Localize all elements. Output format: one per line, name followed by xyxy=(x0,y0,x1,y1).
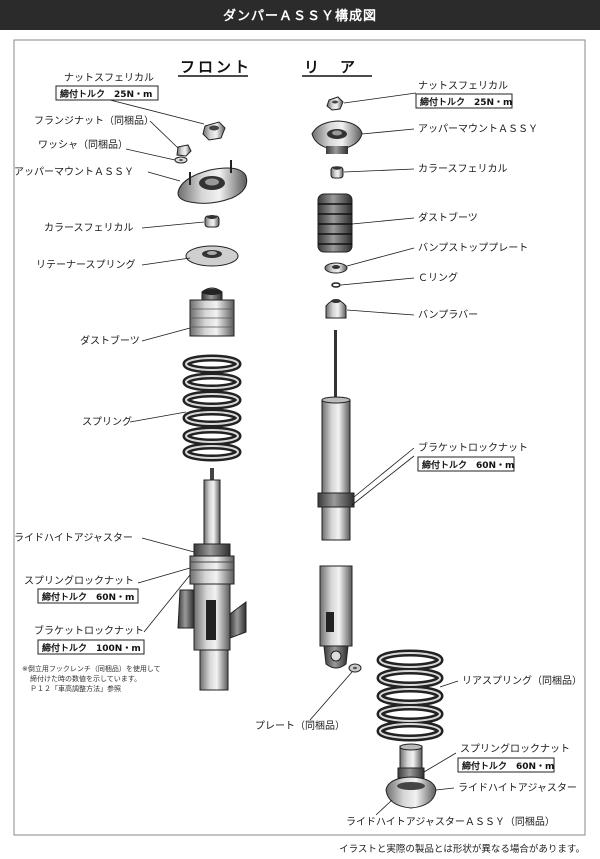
rear-dust-boot-label: ダストブーツ xyxy=(418,211,478,224)
rear-collar-label: カラースフェリカル xyxy=(418,163,508,175)
rear-bump-rubber-label: バンプラバー xyxy=(418,309,478,321)
front-washer-part xyxy=(174,156,188,164)
front-washer-label: ワッシャ（同梱品） xyxy=(38,138,128,151)
rear-plate-label: プレート（同梱品） xyxy=(255,719,345,732)
front-dust-boot-label: ダストブーツ xyxy=(80,334,140,347)
rear-upper-mount-part xyxy=(311,120,363,154)
rear-bump-stop-label: バンプストッププレート xyxy=(418,242,528,254)
footer-disclaimer: イラストと実際の製品とは形状が異なる場合があります。 xyxy=(339,843,585,855)
front-retainer-leader xyxy=(141,257,191,266)
front-spring-leader xyxy=(129,411,187,423)
front-dust-boot-leader xyxy=(141,327,191,342)
front-note-line-3: Ｐ１２「車高調整方法」参照 xyxy=(30,684,121,693)
rear-upper-mount-label: アッパーマウントＡＳＳＹ xyxy=(418,123,538,135)
rear-bracket-lock-torque: 締付トルク 60N・m xyxy=(422,459,514,471)
rear-c-ring-label: Ｃリング xyxy=(418,271,458,284)
frame-border xyxy=(13,39,586,836)
front-spring-lock-label: スプリングロックナット xyxy=(24,574,134,587)
front-nut-leader xyxy=(109,99,205,125)
front-washer-leader xyxy=(125,148,176,161)
rear-nut-torque-box xyxy=(415,93,513,109)
front-collar-leader xyxy=(141,221,205,229)
front-upper-mount-label: アッパーマウントＡＳＳＹ xyxy=(14,166,134,178)
front-nut-part xyxy=(202,121,226,141)
rear-ride-height-adjuster-part xyxy=(385,743,437,809)
rear-ride-height-assy-leader xyxy=(375,799,393,816)
front-nut-torque-box xyxy=(55,85,159,101)
rear-damper-part xyxy=(317,330,355,669)
rear-ride-height-label: ライドハイトアジャスター xyxy=(458,782,577,794)
front-damper-body-part xyxy=(177,468,247,691)
front-nut-label: ナットスフェリカル xyxy=(64,72,154,84)
front-dust-boot-part xyxy=(189,287,235,337)
rear-nut-torque: 締付トルク 25N・m xyxy=(420,96,512,108)
rear-bracket-lock-leader-b xyxy=(351,455,415,506)
rear-bump-stop-leader xyxy=(346,247,415,267)
front-flange-nut-leader xyxy=(149,120,179,149)
rear-spring-highlight xyxy=(379,652,441,739)
front-ride-height-leader xyxy=(141,537,195,553)
front-nut-torque: 締付トルク 25N・m xyxy=(60,88,152,100)
rear-spring-lock-leader xyxy=(423,752,457,773)
rear-ride-height-assy-label: ライドハイトアジャスターＡＳＳＹ（同梱品） xyxy=(346,815,555,828)
rear-spring-leader xyxy=(439,680,459,688)
front-note-line-2: 締付けた時の数値を示しています。 xyxy=(30,674,141,683)
rear-collar-part xyxy=(330,166,344,179)
front-flange-nut-part xyxy=(176,144,192,157)
rear-spring-label: リアスプリング（同梱品） xyxy=(462,674,582,687)
rear-c-ring-leader xyxy=(340,277,415,286)
front-retainer-label: リテーナースプリング xyxy=(36,258,136,271)
front-heading: フロント xyxy=(180,58,252,76)
rear-bump-rubber-leader xyxy=(346,309,415,316)
front-upper-mount-leader xyxy=(147,171,181,182)
rear-bracket-lock-leader-a xyxy=(353,447,415,498)
rear-upper-mount-leader xyxy=(361,128,415,135)
rear-collar-leader xyxy=(343,168,415,173)
title-bar: ダンパーＡＳＳＹ構成図 xyxy=(0,0,600,30)
rear-spring-lock-torque-box xyxy=(457,757,555,773)
rear-nut-leader xyxy=(343,92,417,104)
rear-spring-lock-label: スプリングロックナット xyxy=(460,742,570,755)
front-collar-label: カラースフェリカル xyxy=(44,222,134,234)
rear-bracket-lock-torque-box xyxy=(417,456,515,472)
front-retainer-spring-part xyxy=(185,245,239,267)
front-spring-highlight xyxy=(185,357,239,459)
rear-dust-boot-leader xyxy=(351,217,415,225)
front-bracket-lock-torque: 締付トルク 100N・m xyxy=(42,642,141,654)
rear-nut-label: ナットスフェリカル xyxy=(418,80,508,92)
front-bracket-lock-leader xyxy=(143,574,191,633)
rear-heading: リ ア xyxy=(304,58,358,76)
front-note-line-1: ※倒立用フックレンチ（同梱品）を使用して xyxy=(22,664,161,673)
rear-bracket-lock-label: ブラケットロックナット xyxy=(418,441,528,454)
front-spring-lock-torque: 締付トルク 60N・m xyxy=(42,591,134,603)
rear-spring-lock-torque: 締付トルク 60N・m xyxy=(462,760,554,772)
rear-plate-leader xyxy=(309,671,353,721)
page-title: ダンパーＡＳＳＹ構成図 xyxy=(223,8,377,24)
front-bracket-lock-label: ブラケットロックナット xyxy=(34,624,144,637)
front-collar-part xyxy=(204,215,220,228)
front-upper-mount-part xyxy=(177,160,248,204)
front-ride-height-label: ライドハイトアジャスター xyxy=(14,532,133,544)
rear-ride-height-leader xyxy=(435,787,455,791)
rear-plate-part xyxy=(348,663,362,673)
rear-c-ring-part xyxy=(331,282,341,288)
rear-bump-stop-plate-part xyxy=(324,262,348,274)
front-spring-lock-leader xyxy=(137,567,191,584)
rear-dust-boot-part xyxy=(317,193,353,253)
front-flange-nut-label: フランジナット（同梱品） xyxy=(34,114,154,127)
front-spring-lock-torque-box xyxy=(37,588,139,604)
front-spring-label: スプリング xyxy=(82,415,132,428)
front-bracket-lock-torque-box xyxy=(37,639,145,655)
rear-nut-part xyxy=(326,96,344,111)
rear-bump-rubber-part xyxy=(325,299,347,319)
